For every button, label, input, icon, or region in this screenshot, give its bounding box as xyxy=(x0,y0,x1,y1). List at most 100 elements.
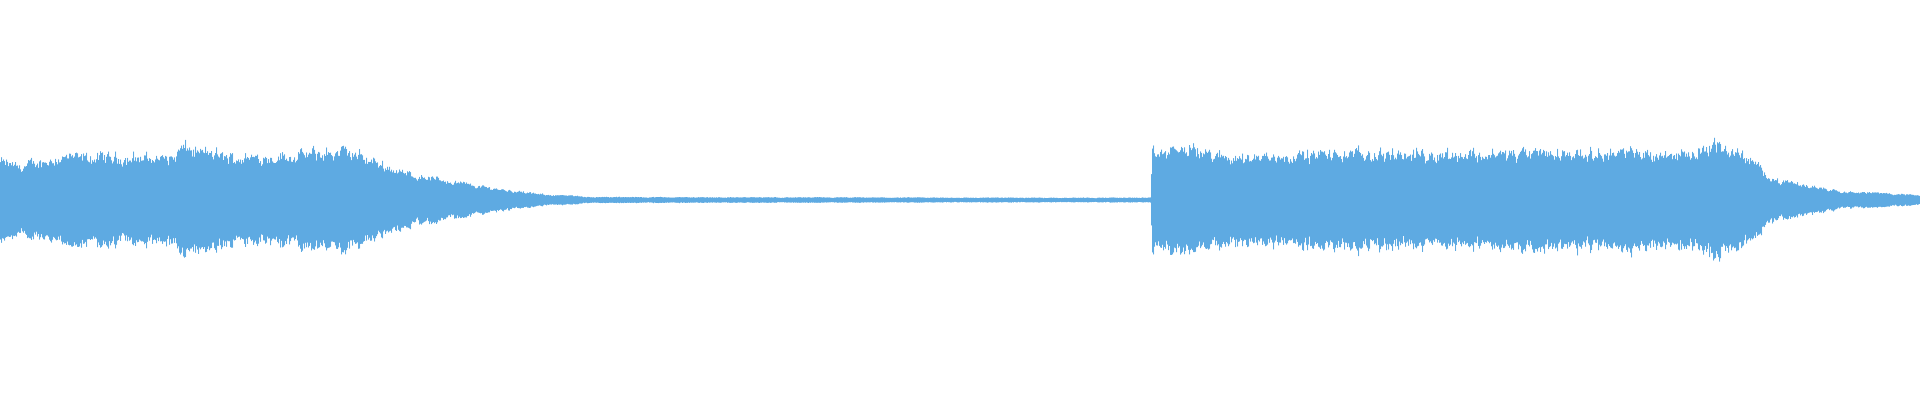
waveform-bar xyxy=(480,187,482,214)
waveform-bar xyxy=(168,165,170,236)
waveform-bar xyxy=(612,197,614,203)
waveform-bar xyxy=(260,161,262,242)
waveform-bar xyxy=(1162,154,1164,245)
waveform-bar xyxy=(1548,152,1550,250)
waveform-bar xyxy=(1498,153,1500,246)
waveform-bar xyxy=(1306,158,1308,246)
waveform-bar xyxy=(1727,154,1729,248)
waveform-bar xyxy=(1168,152,1170,251)
waveform-bar xyxy=(1386,152,1388,251)
waveform-bar xyxy=(575,195,577,205)
waveform-bar xyxy=(276,162,278,237)
waveform-bar xyxy=(1269,160,1271,243)
waveform-bar xyxy=(1389,154,1391,244)
waveform-bar xyxy=(680,197,682,203)
waveform-bar xyxy=(1370,160,1372,240)
waveform-bar xyxy=(1326,156,1328,241)
waveform-bar xyxy=(531,193,533,207)
waveform-bar xyxy=(429,177,431,225)
waveform-bar xyxy=(1502,152,1504,245)
waveform-bar xyxy=(1605,154,1607,243)
waveform-bar xyxy=(1831,190,1833,211)
waveform-bar xyxy=(1684,151,1686,249)
waveform-bar xyxy=(553,195,555,205)
waveform-bar xyxy=(1861,192,1863,208)
waveform-bar xyxy=(240,159,242,240)
waveform-bar xyxy=(958,197,960,203)
waveform-bar xyxy=(28,160,30,238)
waveform-bar xyxy=(657,197,659,203)
waveform-bar xyxy=(363,159,365,242)
waveform-bar xyxy=(1371,161,1373,240)
waveform-bar xyxy=(551,195,553,205)
waveform-bar xyxy=(840,197,842,203)
waveform-bar xyxy=(1577,149,1579,256)
waveform-bar xyxy=(601,197,603,203)
waveform-bar xyxy=(756,197,758,203)
waveform-bar xyxy=(939,197,941,203)
waveform-bar xyxy=(609,197,611,203)
waveform-bar xyxy=(1256,155,1258,243)
waveform-bar xyxy=(1774,180,1776,219)
waveform-bar xyxy=(1281,158,1283,238)
waveform-bar xyxy=(1702,147,1704,251)
waveform-bar xyxy=(496,188,498,213)
waveform-bar xyxy=(235,163,237,240)
waveform-bar xyxy=(961,197,963,203)
waveform-bar xyxy=(366,157,368,241)
waveform-bar xyxy=(1417,151,1419,247)
waveform-bar xyxy=(704,197,706,203)
waveform-bar xyxy=(1106,197,1108,203)
waveform-bar xyxy=(1789,182,1791,217)
waveform-bar xyxy=(996,197,998,203)
waveform-bar xyxy=(125,158,127,241)
waveform-bar xyxy=(1472,151,1474,246)
waveform-bar xyxy=(1832,189,1834,211)
waveform-bar xyxy=(393,170,395,228)
waveform-bar xyxy=(1296,158,1298,240)
waveform-bar xyxy=(161,156,163,242)
waveform-bar xyxy=(923,197,925,203)
waveform-bar xyxy=(1046,198,1048,203)
waveform-bar xyxy=(1841,193,1843,207)
waveform-bar xyxy=(1848,192,1850,207)
waveform-bar xyxy=(335,153,337,246)
waveform-bar xyxy=(181,145,183,253)
waveform-bar xyxy=(1916,195,1918,205)
waveform-bar xyxy=(377,162,379,235)
waveform-bar xyxy=(1112,197,1114,203)
waveform-bar xyxy=(243,162,245,240)
waveform-bar xyxy=(1899,194,1901,206)
waveform-bar xyxy=(1111,197,1113,203)
waveform-bar xyxy=(744,197,746,203)
waveform-bar xyxy=(316,160,318,241)
waveform-bar xyxy=(1891,194,1893,206)
waveform-bar xyxy=(1918,195,1920,205)
waveform-bar xyxy=(33,161,35,240)
waveform-bar xyxy=(84,156,86,244)
waveform-bar xyxy=(1602,158,1604,242)
waveform-bar xyxy=(1580,149,1582,247)
waveform-bar xyxy=(1117,197,1119,203)
waveform-bar xyxy=(1161,149,1163,248)
waveform-bar xyxy=(1845,192,1847,208)
waveform-bar xyxy=(1714,137,1716,259)
waveform-bar xyxy=(1071,197,1073,203)
waveform-bar xyxy=(137,157,139,243)
waveform-bar xyxy=(340,150,342,248)
waveform-bar xyxy=(163,157,165,242)
waveform-bar xyxy=(1211,158,1213,244)
waveform-bar xyxy=(627,197,629,203)
waveform-bar xyxy=(1487,159,1489,241)
waveform-bar xyxy=(902,197,904,203)
waveform-bar xyxy=(1839,191,1841,209)
waveform-bar xyxy=(1120,197,1122,203)
waveform-bar xyxy=(946,197,948,203)
waveform-bar xyxy=(1033,197,1035,203)
waveform-bar xyxy=(112,163,114,242)
waveform-bar xyxy=(1688,152,1690,246)
waveform-bar xyxy=(1665,151,1667,250)
waveform-bar xyxy=(873,197,875,203)
waveform-bar xyxy=(1318,151,1320,247)
